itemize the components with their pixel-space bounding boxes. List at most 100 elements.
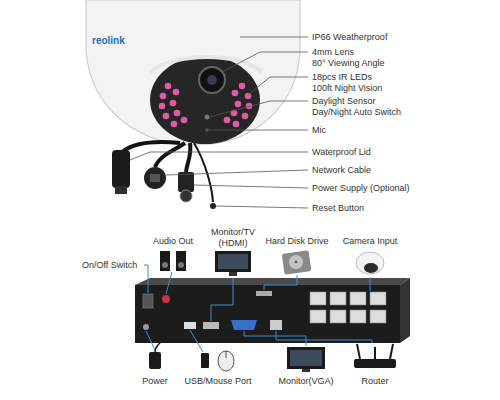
- callout-label: Mic: [312, 125, 326, 136]
- callout-label: 18pcs IR LEDs: [312, 72, 372, 83]
- camera-cables: [122, 142, 180, 152]
- speaker-icon: [160, 251, 186, 271]
- ir-leds: [163, 113, 170, 120]
- brand-logo: reolink: [92, 35, 125, 47]
- speaker-icon: [178, 262, 184, 268]
- callout-label: Network Cable: [312, 165, 371, 176]
- poe-ports: [330, 310, 346, 323]
- nvr-recorder: [400, 278, 410, 343]
- sensor-and-mic: [205, 115, 210, 132]
- poe-ports: [350, 292, 366, 305]
- cable-connectors: [210, 203, 216, 209]
- callout-label: Day/Night Auto Switch: [312, 107, 401, 118]
- camera-leader-lines: [248, 77, 308, 95]
- power-adapter-icon: [149, 352, 161, 369]
- ir-leds: [173, 89, 180, 96]
- ir-leds: [233, 121, 240, 128]
- callout-label: Camera Input: [343, 236, 398, 247]
- power-adapter-icon: [155, 340, 162, 352]
- usb-mouse-icon: [201, 351, 234, 371]
- router-icon: [354, 359, 396, 368]
- cable-connectors: [180, 190, 192, 202]
- camera-leader-lines: [209, 130, 308, 131]
- router-icon: [374, 347, 376, 359]
- ir-leds: [159, 83, 253, 128]
- ir-leds: [174, 110, 181, 117]
- nvr-leader-lines: [264, 275, 297, 290]
- nvr-leader-lines: [190, 330, 203, 352]
- nvr-recorder: [231, 320, 257, 330]
- callout-label: On/Off Switch: [82, 260, 137, 271]
- camera-leader-lines: [130, 152, 308, 160]
- callout-label: Daylight Sensor: [312, 96, 376, 107]
- nvr-leader-lines: [144, 265, 148, 293]
- usb-mouse-icon: [226, 351, 227, 358]
- hard-disk-icon: [282, 250, 312, 275]
- callout-label: Waterproof Lid: [312, 147, 371, 158]
- ir-leds: [181, 117, 188, 124]
- ir-leds: [224, 117, 231, 124]
- camera-dome: [86, 0, 300, 145]
- poe-ports: [330, 292, 346, 305]
- ir-leds: [232, 90, 239, 97]
- power-adapter-icon: [149, 340, 162, 369]
- callout-label: Monitor/TV (HDMI): [206, 227, 260, 249]
- callout-label: 100ft Night Vision: [312, 83, 382, 94]
- nvr-recorder: [135, 278, 410, 285]
- camera-cables: [186, 143, 190, 172]
- callout-label: Audio Out: [153, 236, 193, 247]
- poe-ports: [310, 292, 386, 323]
- ir-leds: [170, 100, 177, 107]
- cable-connectors: [112, 150, 216, 209]
- router-icon: [390, 344, 393, 359]
- ir-leds: [159, 103, 166, 110]
- nvr-leader-lines: [276, 331, 372, 343]
- nvr-leader-lines: [166, 272, 172, 294]
- poe-ports: [350, 310, 366, 323]
- nvr-recorder: [143, 324, 149, 330]
- sensor-and-mic: [205, 128, 209, 132]
- callout-label: 4mm Lens: [312, 47, 354, 58]
- nvr-recorder: [270, 320, 282, 330]
- camera-lens: [207, 75, 217, 85]
- hdmi-monitor-icon: [218, 254, 248, 269]
- nvr-recorder: [135, 278, 410, 343]
- ir-leds: [245, 93, 252, 100]
- hard-disk-icon: [289, 255, 303, 269]
- ir-leds: [235, 101, 242, 108]
- nvr-recorder: [135, 285, 400, 343]
- camera-lens: [199, 67, 225, 93]
- hard-disk-icon: [295, 261, 298, 264]
- speaker-icon: [176, 251, 186, 271]
- nvr-recorder: [203, 322, 219, 329]
- camera-input-icon: [356, 252, 384, 274]
- sensor-and-mic: [205, 115, 210, 120]
- cable-connectors: [112, 150, 130, 188]
- hdmi-monitor-icon: [215, 251, 251, 272]
- nvr-leader-lines: [244, 331, 306, 346]
- hard-disk-icon: [282, 250, 312, 275]
- camera-leader-lines: [194, 185, 308, 188]
- camera-cables: [155, 143, 185, 167]
- cable-connectors: [144, 167, 166, 189]
- router-icon: [354, 344, 396, 368]
- nvr-leader-lines: [144, 265, 372, 352]
- nvr-recorder: [143, 294, 153, 308]
- vga-monitor-icon: [290, 350, 322, 366]
- callout-label: Power Supply (Optional): [312, 183, 410, 194]
- cable-connectors: [115, 186, 127, 194]
- callout-label: Monitor(VGA): [278, 376, 333, 387]
- vga-monitor-icon: [287, 347, 325, 369]
- usb-mouse-icon: [201, 353, 209, 368]
- ir-leds: [239, 83, 246, 90]
- camera-lens: [199, 67, 225, 93]
- nvr-recorder: [256, 291, 272, 296]
- camera-leader-lines: [222, 52, 308, 72]
- hdmi-monitor-icon: [215, 251, 251, 276]
- cable-connectors: [150, 174, 160, 182]
- router-icon: [357, 344, 360, 359]
- nvr-recorder: [184, 322, 196, 329]
- camera-leader-lines: [240, 37, 308, 38]
- ir-leds: [242, 113, 249, 120]
- poe-ports: [310, 292, 326, 305]
